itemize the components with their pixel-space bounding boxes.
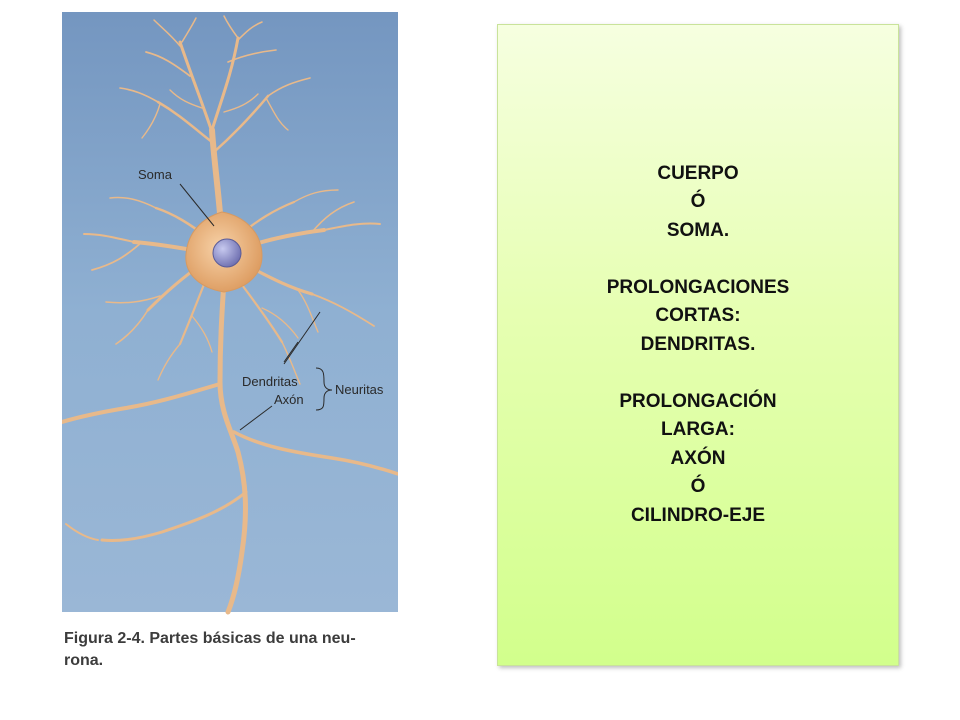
axon-label: Axón bbox=[274, 392, 304, 407]
text-panel: CUERPO Ó SOMA. PROLONGACIONES CORTAS: DE… bbox=[497, 24, 899, 666]
dendritas-label: Dendritas bbox=[242, 374, 298, 389]
dendrites bbox=[83, 15, 381, 385]
panel-line: LARGA: bbox=[661, 419, 735, 441]
panel-line: SOMA. bbox=[666, 219, 730, 241]
panel-line: PROLONGACIÓN bbox=[619, 390, 777, 412]
neuritas-label: Neuritas bbox=[335, 382, 384, 397]
neuron-diagram: Soma Dendritas Axón Neuritas Figura 2-4.… bbox=[62, 12, 398, 674]
panel-line: CILINDRO-EJE bbox=[630, 504, 766, 526]
panel-line: Ó bbox=[690, 476, 706, 498]
figure-caption-line2: rona. bbox=[64, 652, 103, 669]
soma-label: Soma bbox=[138, 167, 173, 182]
panel-line: CORTAS: bbox=[655, 305, 741, 327]
nucleus bbox=[212, 238, 242, 268]
panel-line: PROLONGACIONES bbox=[606, 276, 790, 298]
leader-lines bbox=[179, 183, 333, 431]
panel-spacer bbox=[607, 245, 790, 274]
panel-line: CUERPO bbox=[657, 162, 739, 184]
panel-spacer bbox=[607, 359, 790, 388]
panel-line: Ó bbox=[690, 191, 706, 213]
panel-line: DENDRITAS. bbox=[640, 333, 756, 355]
figure-background bbox=[62, 12, 398, 612]
figure-caption-line1: Figura 2-4. Partes básicas de una neu- bbox=[64, 630, 356, 647]
axon bbox=[62, 277, 398, 615]
panel-line: AXÓN bbox=[670, 447, 726, 469]
panel-text: CUERPO Ó SOMA. PROLONGACIONES CORTAS: DE… bbox=[607, 160, 790, 531]
neuron-figure: Soma Dendritas Axón Neuritas Figura 2-4.… bbox=[62, 12, 398, 674]
